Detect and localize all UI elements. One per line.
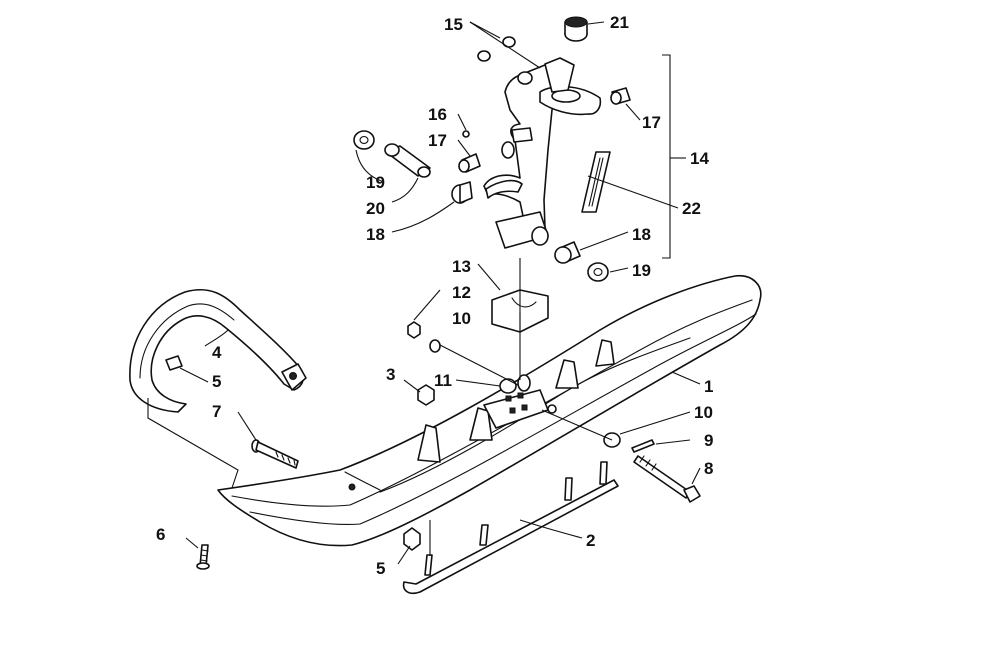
- callout-2: 2: [586, 531, 595, 550]
- callouts: 1 2 3 4 5 5 6 7 8 9 10 10 11 12 13 14 15…: [156, 13, 713, 578]
- part-16-pin: [462, 130, 470, 138]
- callout-1: 1: [704, 377, 713, 396]
- part-2-wear-rod: [402, 461, 619, 595]
- spindle: [483, 57, 602, 249]
- part-21-cap: [564, 16, 588, 42]
- part-18-bushing-right: [554, 241, 581, 264]
- part-19-washer-left: [353, 130, 375, 150]
- callout-6: 6: [156, 525, 165, 544]
- part-10-washer-upper: [429, 339, 441, 353]
- part-7-bolt: [251, 439, 299, 469]
- part-6-screw: [196, 544, 210, 570]
- callout-5-lower: 5: [376, 559, 385, 578]
- callout-17-left: 17: [428, 131, 447, 150]
- part-15-washer-b: [477, 50, 491, 62]
- callout-9: 9: [704, 431, 713, 450]
- callout-18-left: 18: [366, 225, 385, 244]
- callout-16: 16: [428, 105, 447, 124]
- callout-17-right: 17: [642, 113, 661, 132]
- part-19-washer-left-hole: [359, 135, 369, 145]
- part-12-nut: [407, 321, 421, 339]
- callout-21: 21: [610, 13, 629, 32]
- callout-10-lower: 10: [694, 403, 713, 422]
- callout-22: 22: [682, 199, 701, 218]
- part-19-washer-right-hole: [593, 267, 603, 277]
- callout-12: 12: [452, 283, 471, 302]
- ski-body: [217, 275, 762, 547]
- part-17-bushing-right: [610, 87, 631, 105]
- callout-18-right: 18: [632, 225, 651, 244]
- part-9-pin: [631, 439, 655, 453]
- callout-10-upper: 10: [452, 309, 471, 328]
- callout-19-left: 19: [366, 173, 385, 192]
- part-8-bolt: [633, 455, 701, 503]
- ski-loop-handle: [129, 288, 307, 413]
- part-20-sleeve: [384, 143, 431, 178]
- part-19-washer-right: [587, 262, 609, 282]
- callout-19-right: 19: [632, 261, 651, 280]
- callout-14: 14: [690, 149, 709, 168]
- callout-4: 4: [212, 343, 222, 362]
- leader-lines: [147, 21, 701, 565]
- callout-20: 20: [366, 199, 385, 218]
- callout-8: 8: [704, 459, 713, 478]
- callout-13: 13: [452, 257, 471, 276]
- part-17-bushing-left: [458, 153, 481, 173]
- part-18-bushing-left: [451, 181, 473, 204]
- part-22-decal: [581, 151, 611, 213]
- part-5-upper: [165, 355, 183, 371]
- part-3-nut: [417, 384, 435, 406]
- callout-15: 15: [444, 15, 463, 34]
- callout-3: 3: [386, 365, 395, 384]
- part-5-nut-lower: [403, 527, 421, 551]
- callout-7: 7: [212, 402, 221, 421]
- callout-5-upper: 5: [212, 372, 221, 391]
- callout-11: 11: [434, 371, 452, 390]
